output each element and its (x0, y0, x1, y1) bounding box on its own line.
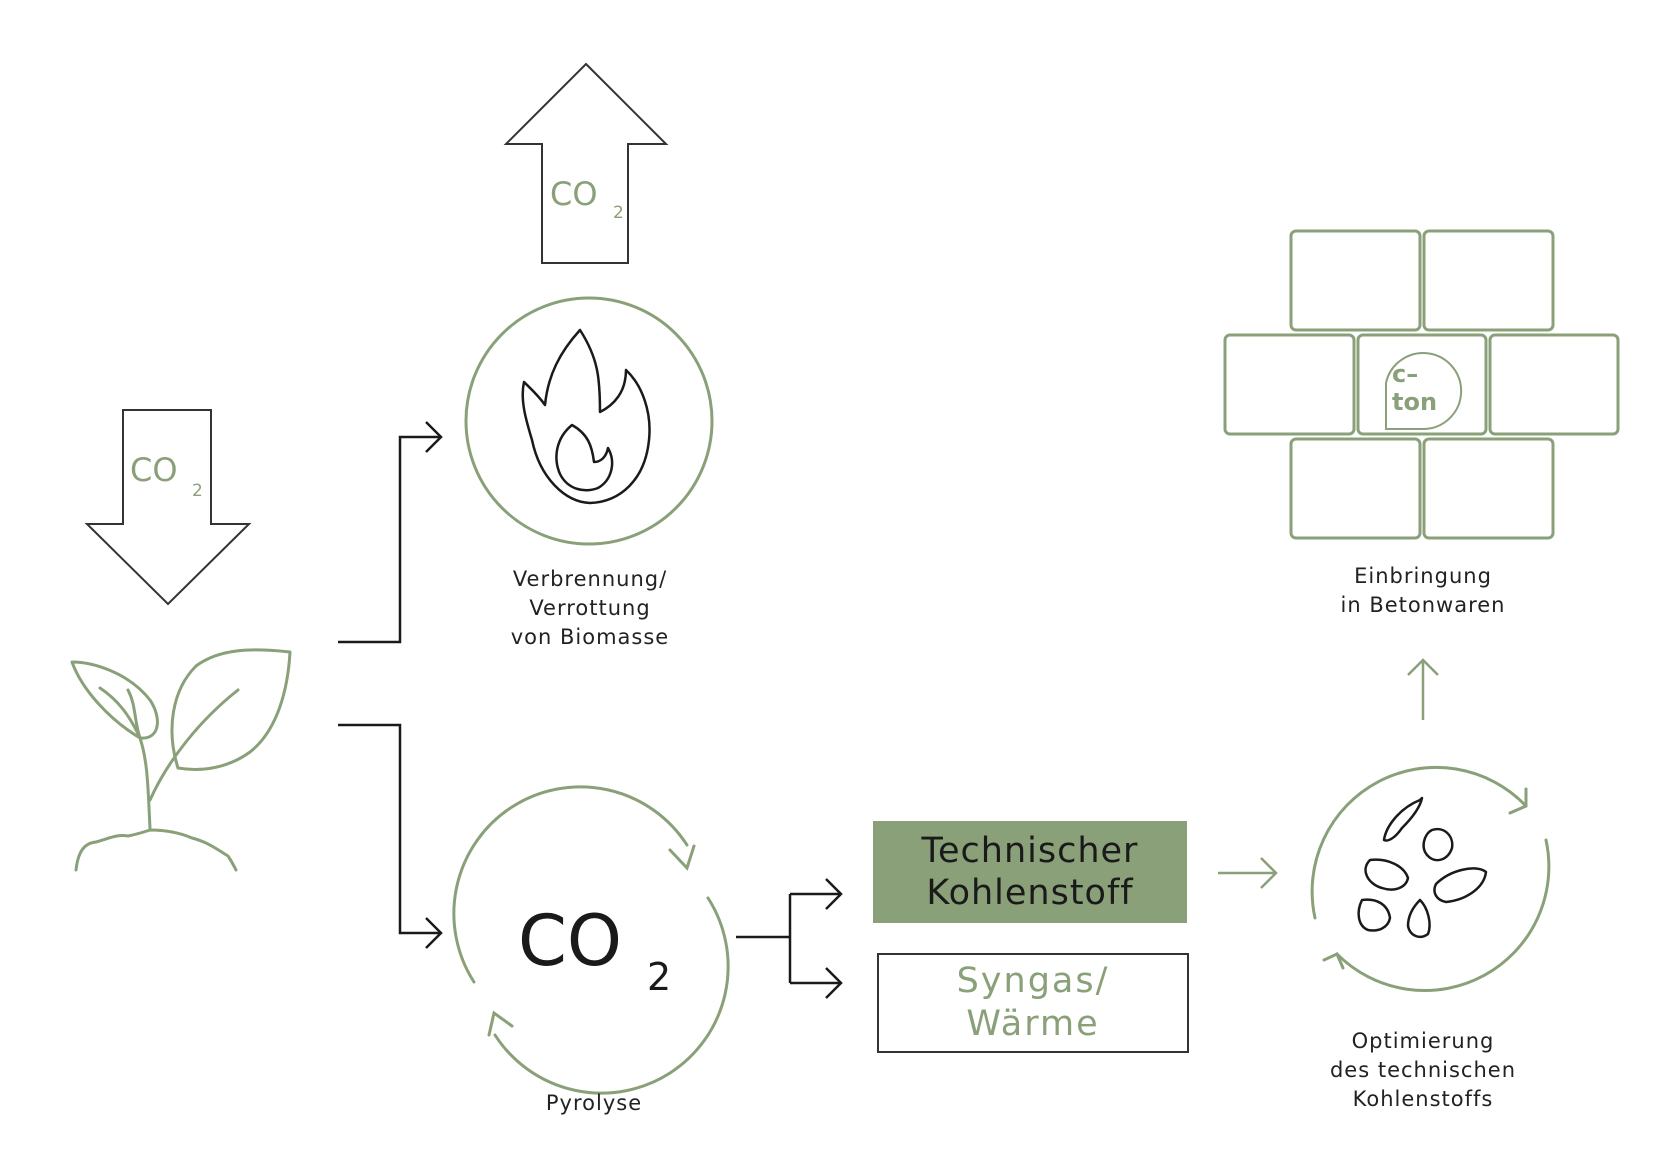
syngas-line1: Syngas/ (956, 961, 1110, 1001)
flame-icon (521, 328, 651, 505)
split-connector (736, 878, 843, 999)
co2-down-arrow: CO 2 (84, 409, 252, 606)
connector-to-combustion (338, 421, 443, 644)
pyrolysis-co2-label: CO (518, 900, 622, 982)
plant-icon (70, 648, 292, 872)
brick-wall-icon (1223, 229, 1620, 540)
c-ton-logo: c– ton (1385, 352, 1463, 430)
concrete-label: Einbringung in Betonwaren (1308, 562, 1538, 620)
co2-up-label: CO (550, 175, 598, 213)
tech-carbon-line1: Technischer (921, 831, 1139, 871)
logo-line1: c– (1392, 360, 1418, 388)
co2-down-subscript: 2 (192, 481, 203, 501)
connector-to-optimization (1218, 857, 1278, 889)
carbon-pieces-icon (1357, 796, 1488, 938)
pyrolysis-label: Pyrolyse (494, 1089, 694, 1118)
concrete-label-line1: Einbringung (1354, 564, 1492, 588)
pyrolysis-label-line1: Pyrolyse (545, 1091, 643, 1115)
optimization-label-line1: Optimierung (1351, 1029, 1495, 1053)
syngas-box: Syngas/ Wärme (877, 953, 1189, 1053)
pyrolysis-cycle-icon (452, 785, 730, 1095)
combustion-label-line3: von Biomasse (510, 625, 670, 649)
optimization-label-line3: Kohlenstoffs (1352, 1087, 1494, 1111)
logo-line2: ton (1392, 388, 1437, 416)
pyrolysis-co2-subscript: 2 (647, 955, 671, 999)
combustion-circle (464, 296, 714, 546)
technical-carbon-box: Technischer Kohlenstoff (873, 821, 1187, 923)
co2-up-arrow: CO 2 (503, 62, 669, 264)
co2-up-subscript: 2 (613, 203, 624, 223)
optimization-label: Optimierung des technischen Kohlenstoffs (1298, 1027, 1548, 1114)
co2-down-label: CO (130, 451, 178, 489)
syngas-line2: Wärme (966, 1004, 1100, 1044)
optimization-cycle-icon (1310, 765, 1551, 992)
optimization-label-line2: des technischen (1329, 1058, 1517, 1082)
tech-carbon-line2: Kohlenstoff (926, 873, 1134, 913)
combustion-label-line1: Verbrennung/ (512, 567, 668, 591)
connector-to-pyrolysis (338, 723, 443, 949)
concrete-label-line2: in Betonwaren (1340, 593, 1506, 617)
pyrolysis-co2: CO 2 (518, 900, 671, 999)
combustion-label: Verbrennung/ Verrottung von Biomasse (480, 565, 700, 652)
combustion-label-line2: Verrottung (529, 596, 651, 620)
connector-to-concrete (1407, 658, 1439, 720)
